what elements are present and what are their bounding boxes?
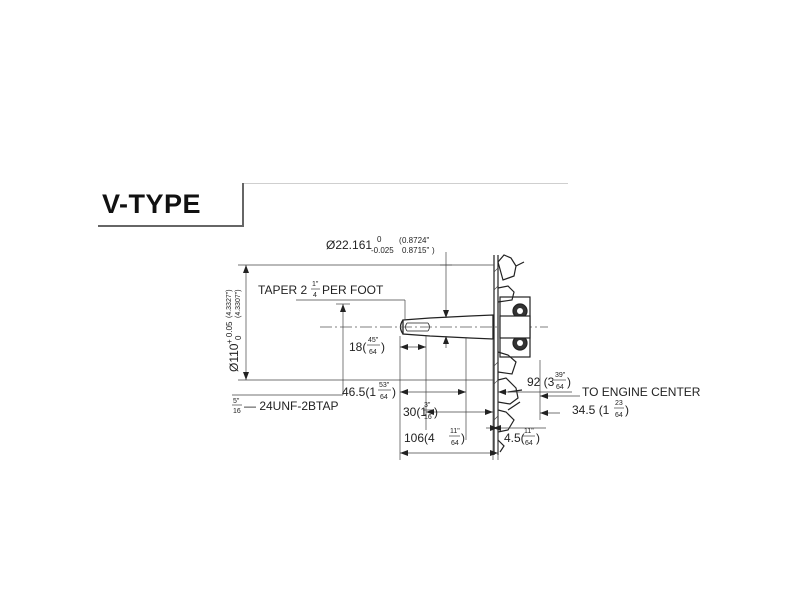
svg-text:4.5(: 4.5(	[504, 431, 525, 445]
svg-text:16: 16	[233, 408, 241, 415]
svg-text:16: 16	[424, 414, 432, 421]
svg-text:106(4: 106(4	[404, 431, 435, 445]
dim-92-label: 92 (3 39" 64 )	[527, 372, 571, 391]
svg-text:4: 4	[313, 292, 317, 299]
svg-text:5": 5"	[233, 398, 240, 405]
svg-text:92 (3: 92 (3	[527, 375, 555, 389]
svg-text:64: 64	[615, 412, 623, 419]
svg-text:64: 64	[556, 384, 564, 391]
flange-hatching	[493, 267, 499, 421]
dim-30-label: 30(1 3" 16 )	[403, 402, 438, 421]
dim-106-label: 106(4 11" 64 )	[404, 428, 465, 447]
svg-text:64: 64	[369, 349, 377, 356]
svg-text:PER FOOT: PER FOOT	[322, 283, 384, 297]
svg-text:Ø22.161: Ø22.161	[326, 238, 372, 252]
dim-18-label: 18( 45" 64 )	[349, 337, 385, 356]
svg-text:(: (	[399, 236, 402, 245]
svg-text:30(1: 30(1	[403, 405, 427, 419]
svg-text:(4.3327"): (4.3327")	[226, 289, 233, 318]
dim-45-label: 4.5( 11" 64 )	[504, 428, 540, 447]
svg-text:— 24UNF-2BTAP: — 24UNF-2BTAP	[244, 399, 338, 413]
svg-text:): )	[536, 431, 540, 445]
svg-text:TAPER 2: TAPER 2	[258, 283, 307, 297]
svg-text:Ø110: Ø110	[227, 343, 241, 372]
svg-text:18(: 18(	[349, 340, 366, 354]
svg-text:): )	[392, 385, 396, 399]
svg-text:11": 11"	[524, 428, 534, 435]
svg-text:11": 11"	[450, 428, 460, 435]
svg-text:0.8724": 0.8724"	[402, 236, 429, 245]
svg-text:0: 0	[377, 235, 382, 244]
pilot-diameter-label: Ø110 + 0.05 0 (4.3327") (4.3307")	[225, 289, 243, 372]
dim-46-label: 46.5(1 53" 64 )	[342, 382, 396, 401]
svg-text:): )	[432, 246, 435, 255]
svg-text:): )	[625, 403, 629, 417]
engine-housing	[493, 254, 531, 455]
dimension-lines	[232, 252, 580, 460]
svg-text:64: 64	[525, 440, 533, 447]
engine-center-label: TO ENGINE CENTER	[582, 385, 701, 399]
svg-text:(4.3307"): (4.3307")	[235, 289, 242, 318]
svg-text:+ 0.05: + 0.05	[225, 321, 234, 344]
svg-text:): )	[381, 340, 385, 354]
title-frame: V-TYPE	[98, 183, 244, 227]
svg-text:1": 1"	[312, 281, 319, 288]
svg-text:0: 0	[234, 335, 243, 340]
arrowheads	[243, 265, 548, 456]
diagram-title: V-TYPE	[102, 189, 202, 219]
dim-345-label: 34.5 (1 23 64 )	[572, 400, 629, 419]
svg-text:3": 3"	[424, 402, 431, 409]
svg-text:): )	[461, 431, 465, 445]
taper-label: TAPER 2 1" 4 PER FOOT	[258, 281, 384, 299]
svg-text:): )	[567, 375, 571, 389]
svg-text:53": 53"	[379, 382, 390, 389]
tap-spec-label: 5" 16 — 24UNF-2BTAP	[232, 398, 338, 415]
svg-text:64: 64	[380, 394, 388, 401]
svg-text:39": 39"	[555, 372, 566, 379]
svg-text:45": 45"	[368, 337, 379, 344]
svg-text:46.5(1: 46.5(1	[342, 385, 376, 399]
svg-text:): )	[434, 405, 438, 419]
svg-text:34.5 (1: 34.5 (1	[572, 403, 610, 417]
svg-text:23: 23	[615, 400, 623, 407]
header-rule	[244, 183, 568, 184]
svg-text:0.8715": 0.8715"	[402, 246, 429, 255]
svg-text:64: 64	[451, 440, 459, 447]
shaft-diameter-label: Ø22.161 0 -0.025 ( 0.8724" 0.8715" )	[326, 235, 435, 255]
svg-text:-0.025: -0.025	[371, 246, 394, 255]
